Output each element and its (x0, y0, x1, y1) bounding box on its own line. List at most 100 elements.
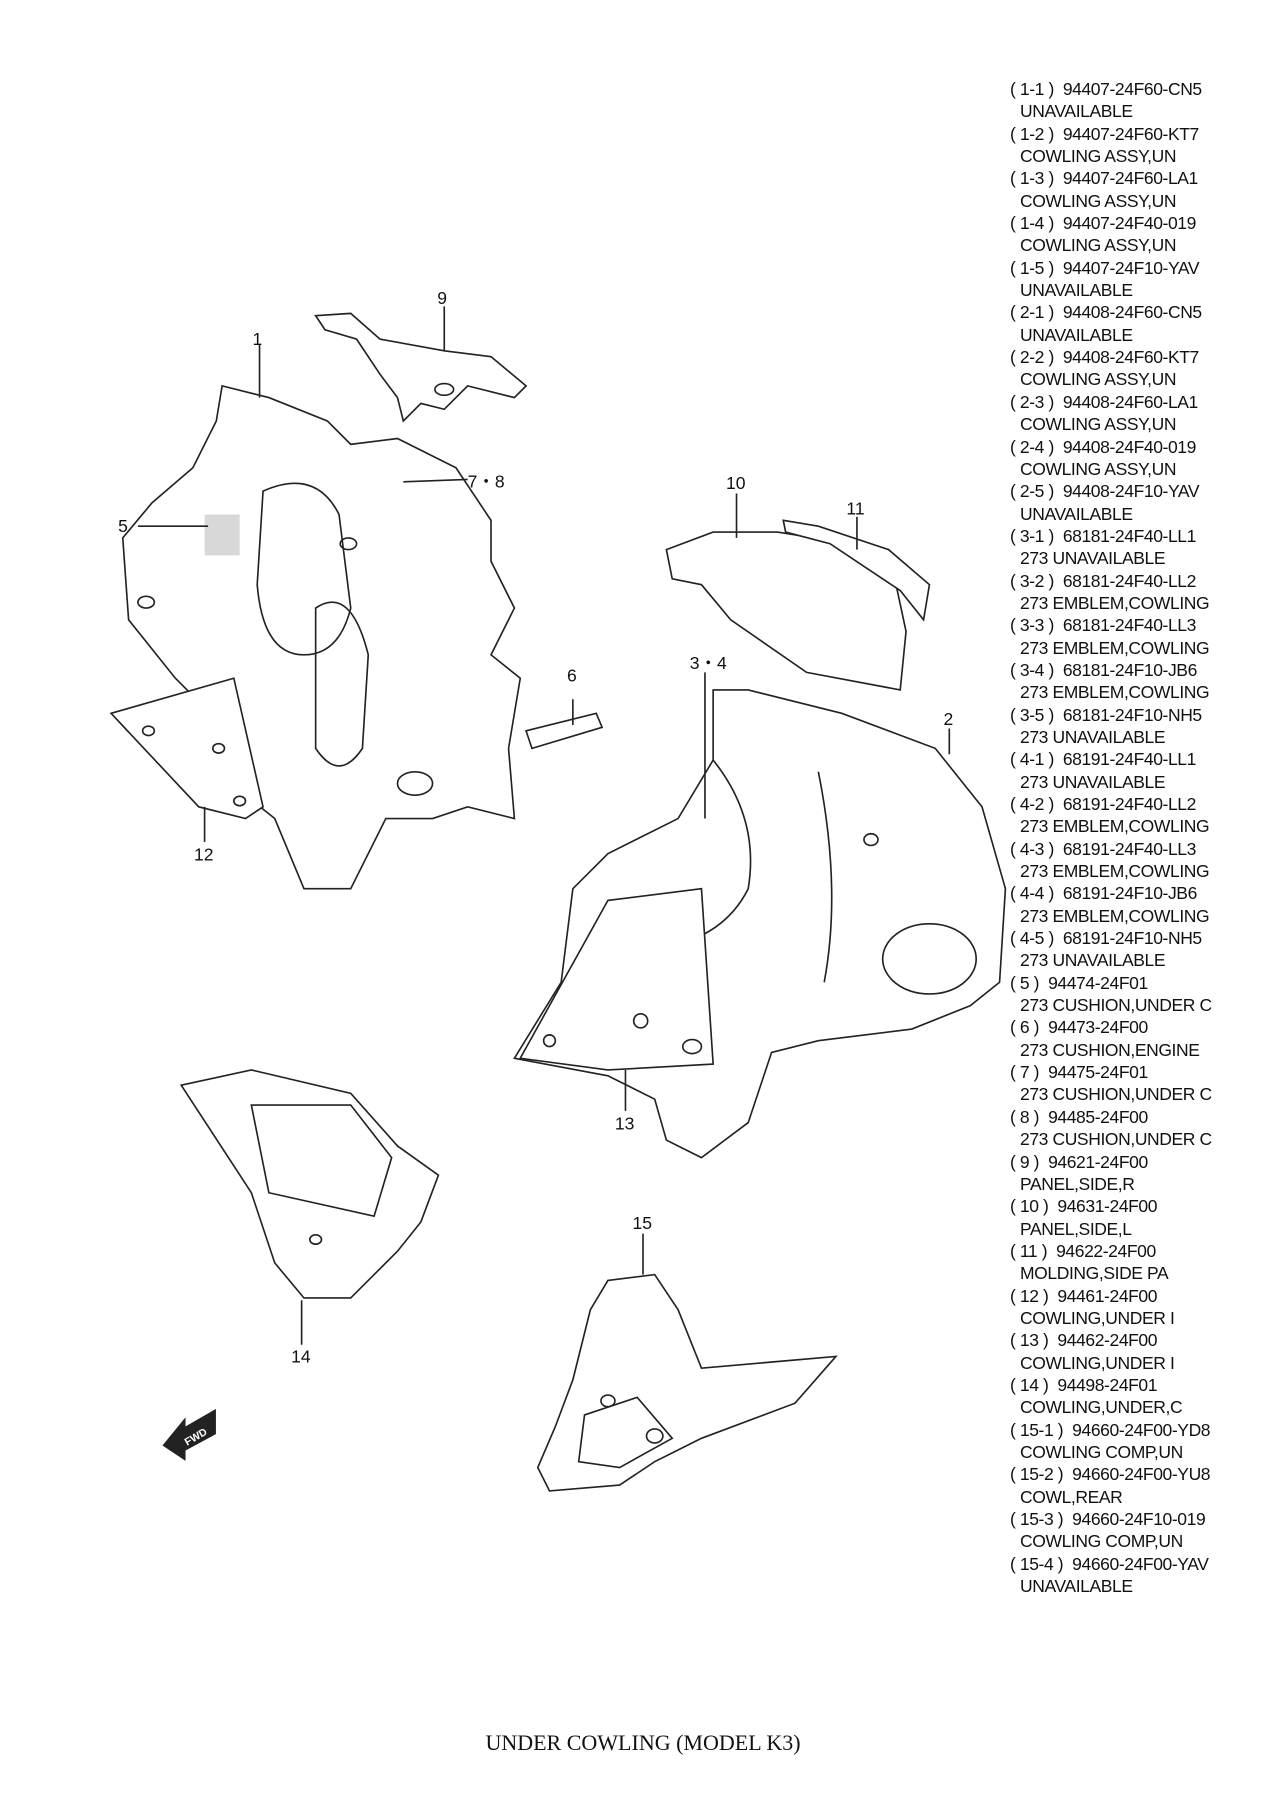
part-ref: ( 3-2 ) (1010, 570, 1054, 591)
part-6-cushion-engine[interactable] (525, 712, 604, 750)
part-ref: ( 4-4 ) (1010, 883, 1054, 904)
part-ref: ( 9 ) (1010, 1151, 1040, 1172)
part-15-cowling-comp[interactable] (536, 1273, 838, 1492)
part-number: 94498-24F01 (1057, 1374, 1158, 1395)
part-number: 94631-24F00 (1057, 1196, 1158, 1217)
part-number: 68181-24F40-LL1 (1062, 525, 1197, 546)
part-ref: ( 1-2 ) (1010, 123, 1054, 144)
callout-12: 12 (194, 845, 213, 865)
part-description: 273 EMBLEM,COWLING (1020, 816, 1210, 837)
part-2-cowling-right[interactable] (513, 689, 1007, 1159)
part-ref: ( 4-5 ) (1010, 928, 1054, 949)
part-description: UNAVAILABLE (1020, 324, 1133, 345)
part-13-cowling-under[interactable] (518, 887, 715, 1071)
part-ref: ( 3-3 ) (1010, 615, 1054, 636)
part-ref: ( 1-5 ) (1010, 257, 1054, 278)
part-description: COWLING ASSY,UN (1020, 146, 1177, 167)
part-description: COWLING ASSY,UN (1020, 414, 1177, 435)
part-number: 68191-24F10-NH5 (1062, 928, 1202, 949)
part-description: COWLING ASSY,UN (1020, 190, 1177, 211)
part-number: 94407-24F60-LA1 (1062, 168, 1198, 189)
leader-lines (137, 306, 951, 1345)
callout-6: 6 (567, 666, 577, 686)
part-description: UNAVAILABLE (1020, 503, 1133, 524)
part-description: 273 EMBLEM,COWLING (1020, 637, 1210, 658)
part-ref: ( 1-1 ) (1010, 79, 1054, 99)
part-description: 273 CUSHION,UNDER C (1020, 995, 1212, 1016)
part-ref: ( 3-5 ) (1010, 704, 1054, 725)
part-ref: ( 2-2 ) (1010, 347, 1054, 368)
part-description: COWLING COMP,UN (1020, 1441, 1183, 1462)
part-number: 68191-24F40-LL1 (1062, 749, 1197, 770)
callout-7-8: 7・8 (468, 472, 505, 492)
part-5-cushion[interactable] (204, 514, 240, 556)
part-number: 94660-24F00-YAV (1072, 1553, 1209, 1574)
part-ref: ( 12 ) (1010, 1285, 1049, 1306)
part-ref: ( 2-1 ) (1010, 302, 1054, 323)
part-10-panel-side-l[interactable] (665, 531, 907, 691)
part-description: PANEL,SIDE,L (1020, 1218, 1132, 1239)
part-ref: ( 15-3 ) (1010, 1509, 1064, 1529)
part-description: COWLING ASSY,UN (1020, 235, 1177, 256)
callout-10: 10 (726, 473, 746, 493)
part-description: COWLING,UNDER I (1020, 1307, 1175, 1328)
part-number: 94408-24F60-KT7 (1062, 347, 1199, 368)
part-ref: ( 6 ) (1010, 1017, 1040, 1038)
part-number: 68191-24F10-JB6 (1062, 883, 1198, 904)
part-number: 94473-24F00 (1048, 1017, 1148, 1038)
part-description: COWLING,UNDER I (1020, 1352, 1175, 1373)
part-description: 273 CUSHION,UNDER C (1020, 1129, 1212, 1150)
part-ref: ( 4-2 ) (1010, 794, 1054, 814)
part-number: 94622-24F00 (1056, 1240, 1156, 1261)
part-description: PANEL,SIDE,R (1020, 1173, 1135, 1194)
part-number: 68181-24F40-LL3 (1062, 615, 1197, 636)
part-ref: ( 2-4 ) (1010, 436, 1054, 457)
part-ref: ( 8 ) (1010, 1106, 1040, 1127)
part-ref: ( 13 ) (1010, 1330, 1049, 1351)
part-number: 94474-24F01 (1048, 972, 1148, 993)
part-12-cowling-under[interactable] (109, 677, 264, 820)
part-description: 273 EMBLEM,COWLING (1020, 682, 1210, 703)
part-number: 94407-24F40-019 (1062, 213, 1197, 234)
part-number: 94475-24F01 (1048, 1062, 1148, 1083)
part-number: 94407-24F60-CN5 (1062, 79, 1202, 99)
part-1-cowling-left[interactable] (121, 384, 522, 890)
part-ref: ( 2-3 ) (1010, 391, 1054, 412)
part-9-panel-side-r[interactable] (314, 312, 528, 423)
part-14-cowling-under-c[interactable] (179, 1069, 440, 1299)
